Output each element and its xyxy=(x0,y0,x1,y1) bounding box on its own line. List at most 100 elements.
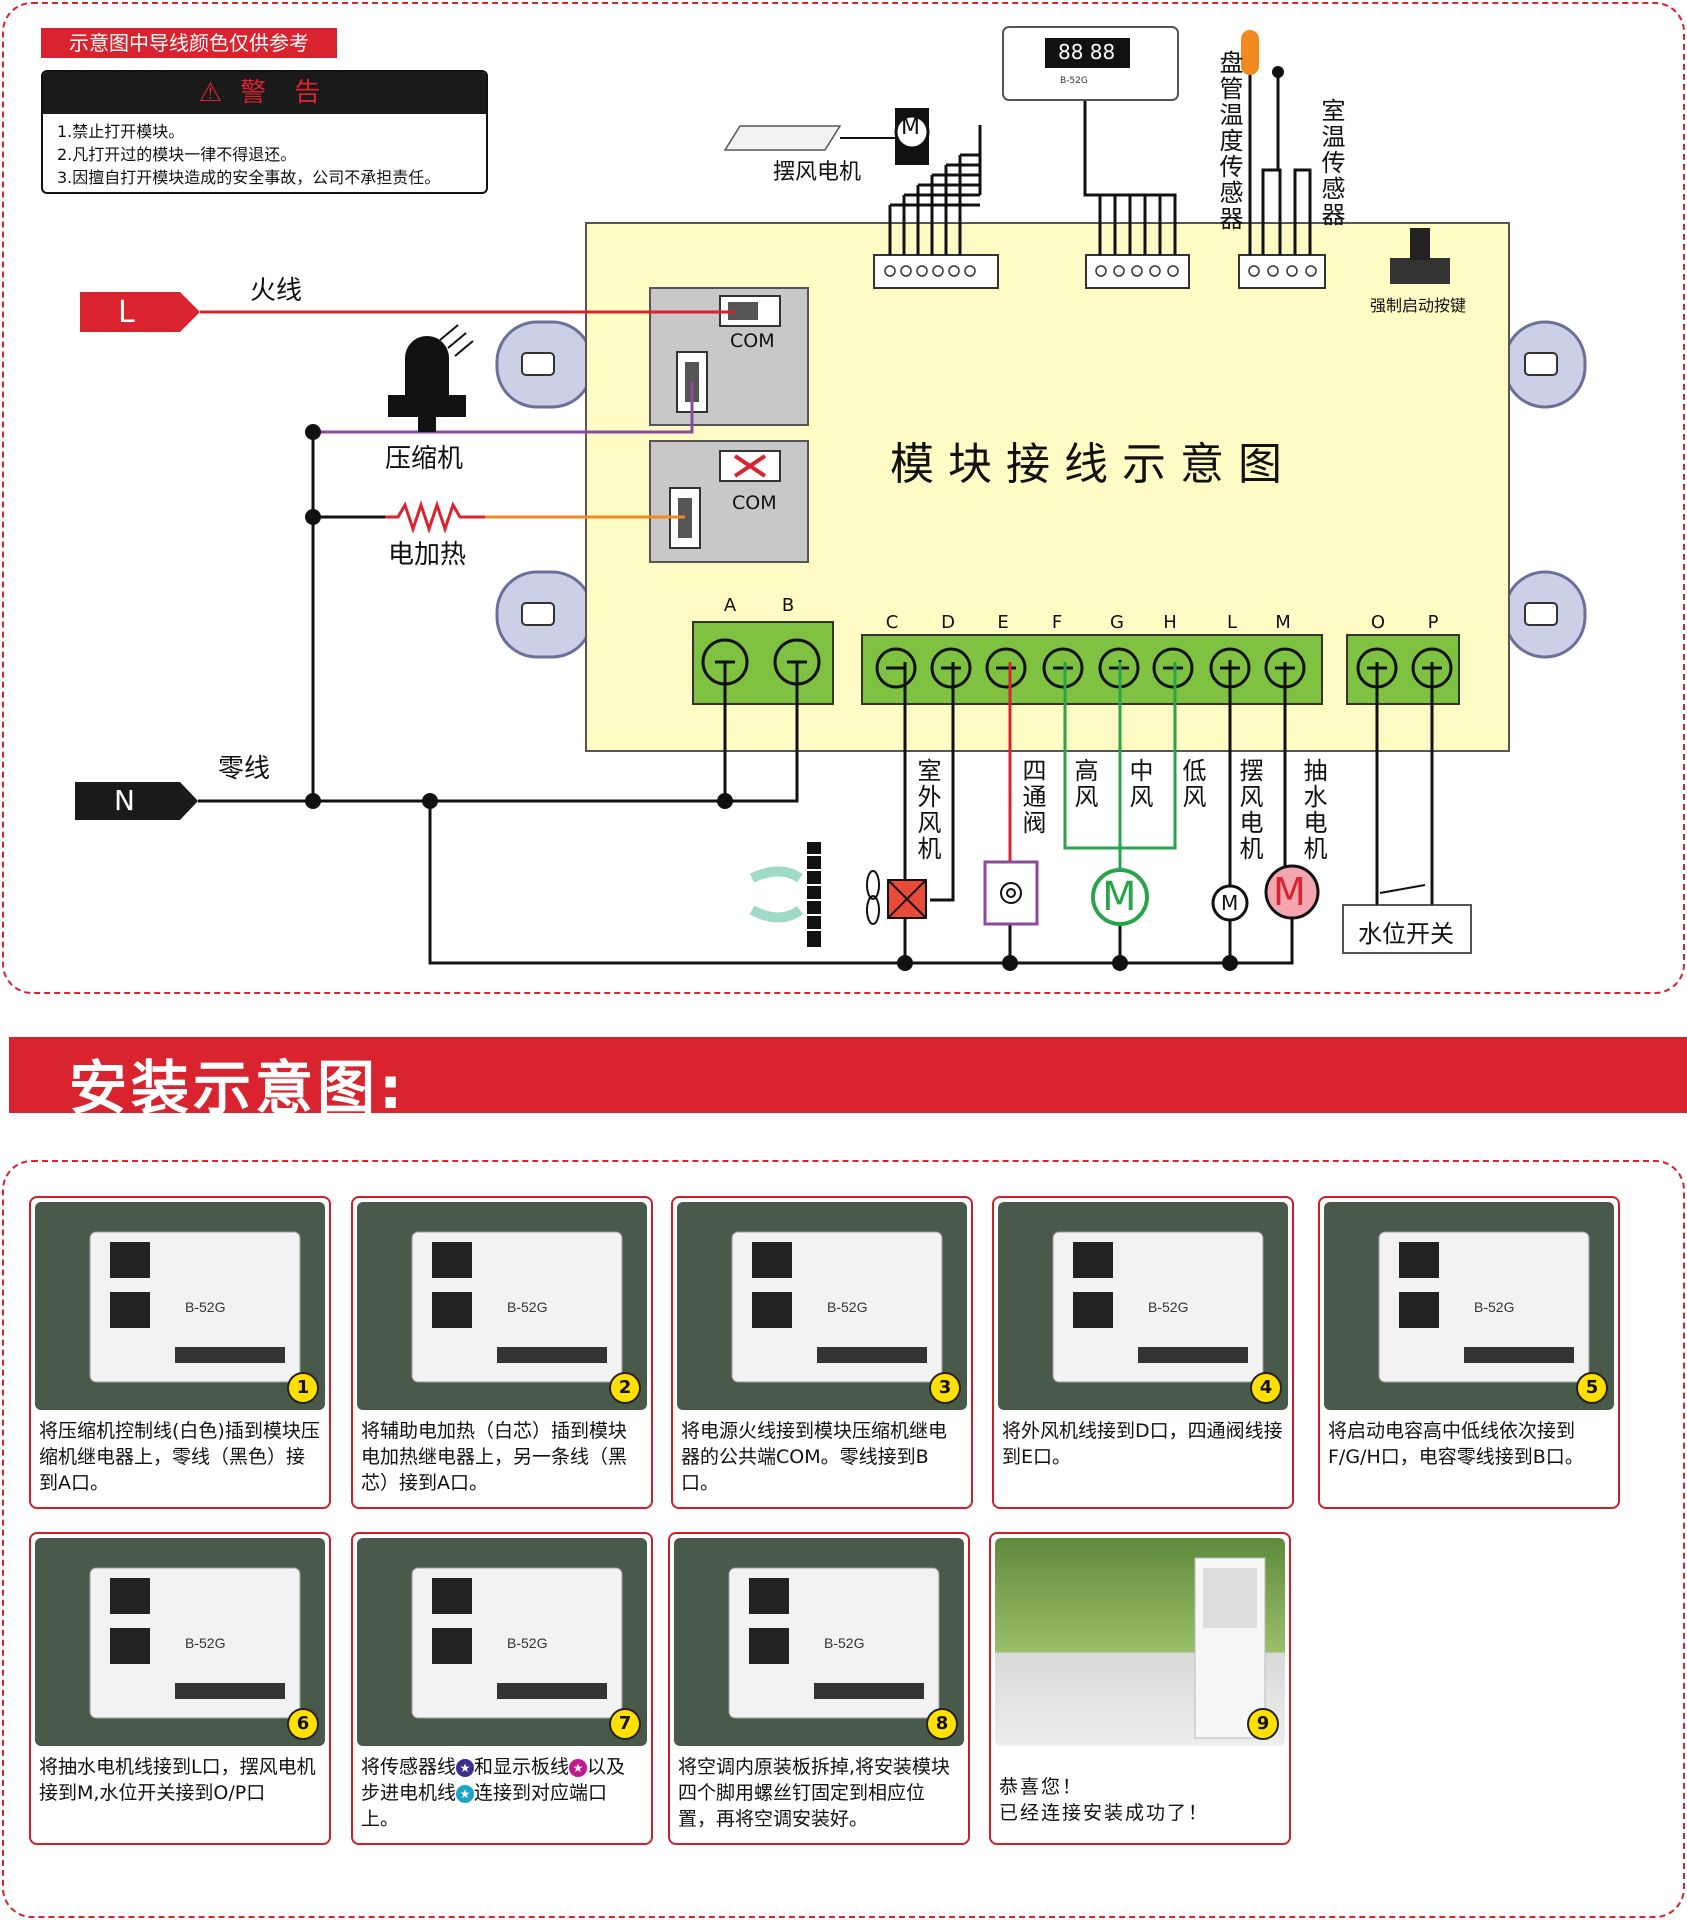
connector-pin xyxy=(1305,265,1317,277)
connector-pin xyxy=(932,265,944,277)
outdoor-fan-label: 室外风机 xyxy=(913,758,941,862)
display-panel-icon xyxy=(1002,26,1179,101)
room-sensor-probe xyxy=(1272,66,1284,78)
neutral-tag-label: N xyxy=(114,784,135,817)
terminal-letter-a: A xyxy=(723,595,737,616)
force-button-label: 强制启动按键 xyxy=(1370,296,1467,315)
module-photo-label: B-52G xyxy=(507,1299,547,1315)
terminal-letter-d: D xyxy=(941,612,955,633)
step-caption: 将外风机线接到D口，四通阀线接到E口。 xyxy=(1002,1420,1283,1468)
terminal-letter-p: P xyxy=(1427,612,1439,633)
outdoor-fan-icon xyxy=(749,842,927,947)
diagram-frame xyxy=(2,2,1685,994)
step-caption: 将空调内原装板拆掉,将安装模块四个脚用螺丝钉固定到相应位置，再将空调安装好。 xyxy=(678,1756,951,1830)
warning-box: ⚠ 警 告 1.禁止打开模块。 2.凡打开过的模块一律不得退还。 3.因擅自打开… xyxy=(41,70,488,194)
swing-motor-top-icon xyxy=(723,108,930,165)
module-photo-label: B-52G xyxy=(827,1299,867,1315)
compressor-icon xyxy=(388,324,474,432)
terminal-letter-c: C xyxy=(885,612,899,633)
warning-list: 1.禁止打开模块。 2.凡打开过的模块一律不得退还。 3.因擅自打开模块造成的安… xyxy=(43,114,486,192)
step-number: 8 xyxy=(926,1708,958,1740)
warning-item: 3.因擅自打开模块造成的安全事故，公司不承担责任。 xyxy=(57,168,441,187)
low-wind-label: 低风 xyxy=(1178,758,1206,810)
step-caption: 将辅助电加热（白芯）插到模块电加热继电器上，另一条线（黑芯）接到A口。 xyxy=(361,1420,628,1494)
connector-pin xyxy=(900,265,912,277)
step-number: 4 xyxy=(1250,1372,1282,1404)
install-banner-title: 安装示意图: xyxy=(69,1054,407,1122)
install-banner: 安装示意图: xyxy=(9,1037,1687,1122)
connector-pin xyxy=(884,265,896,277)
connector-pin xyxy=(1286,265,1298,277)
connector-pin xyxy=(948,265,960,277)
terminal-letter-g: G xyxy=(1110,612,1124,633)
step-photo: B-52G 1 xyxy=(35,1202,325,1410)
live-tag xyxy=(80,292,200,332)
warning-item: 1.禁止打开模块。 xyxy=(57,122,185,141)
step-number: 1 xyxy=(287,1372,319,1404)
compressor-wire xyxy=(313,382,694,434)
terminal-screw xyxy=(930,647,972,689)
caption-part: 已经连接安装成功了！ xyxy=(999,1802,1210,1824)
caption-part: 和显示板线 xyxy=(474,1756,570,1778)
display-digits: 88 88 xyxy=(1058,40,1116,64)
swing-motor-label: 摆风电机 xyxy=(1235,758,1263,862)
step-number: 6 xyxy=(287,1708,319,1740)
warning-item: 2.凡打开过的模块一律不得退还。 xyxy=(57,145,297,164)
step-card-4: B-52G 4 将外风机线接到D口，四通阀线接到E口。 xyxy=(992,1196,1294,1509)
step-photo: B-52G 4 xyxy=(998,1202,1288,1410)
module-photo-label: B-52G xyxy=(185,1635,225,1651)
neutral-tag xyxy=(75,782,198,820)
connector-pin xyxy=(1095,265,1107,277)
connector-pin xyxy=(1167,265,1179,277)
warning-header: ⚠ 警 告 xyxy=(43,72,486,114)
caption-part: 将传感器线 xyxy=(361,1756,457,1778)
module-photo-label: B-52G xyxy=(185,1299,225,1315)
install-frame xyxy=(2,1160,1685,1918)
step-caption: 将抽水电机线接到L口，摆风电机接到M,水位开关接到O/P口 xyxy=(39,1756,316,1804)
connector-pin xyxy=(1113,265,1125,277)
fan-motor-icon xyxy=(1091,868,1149,926)
mid-wind-label: 中风 xyxy=(1125,758,1153,810)
coil-sensor-label: 盘管温度传感器 xyxy=(1215,50,1243,232)
water-switch-box xyxy=(1342,904,1472,954)
heater-label: 电加热 xyxy=(388,540,467,570)
heater-icon xyxy=(385,500,485,534)
connector-pin xyxy=(1267,265,1279,277)
color-note-tag: 示意图中导线颜色仅供参考 xyxy=(41,28,337,58)
warning-title: 警 告 xyxy=(240,78,331,108)
step-caption: 将传感器线★和显示板线★以及步进电机线★连接到对应端口上。 xyxy=(361,1754,643,1832)
swing-motor-m: M xyxy=(1221,891,1239,915)
module-photo-label: B-52G xyxy=(1474,1299,1514,1315)
terminal-letter-e: E xyxy=(997,612,1009,633)
room-sensor-label: 室温传感器 xyxy=(1317,98,1345,228)
terminal-letter-l: L xyxy=(1226,612,1238,633)
connector-pin xyxy=(916,265,928,277)
connector-pin xyxy=(1149,265,1161,277)
display-model: B-52G xyxy=(1060,76,1088,86)
neutral-wire-label: 零线 xyxy=(218,754,271,784)
pump-motor-icon xyxy=(1264,864,1320,920)
connector-pin xyxy=(1131,265,1143,277)
step-caption: 恭喜您！已经连接安装成功了！ xyxy=(999,1774,1281,1826)
terminal-screw xyxy=(985,647,1027,689)
swing-motor-top-label: 摆风电机 xyxy=(773,160,862,185)
caption-part: 以及步进电机线 xyxy=(361,1756,626,1804)
step-number: 3 xyxy=(929,1372,961,1404)
pump-motor-label: 抽水电机 xyxy=(1299,758,1327,862)
module-photo-label: B-52G xyxy=(1148,1299,1188,1315)
compressor-label: 压缩机 xyxy=(385,444,464,474)
terminal-screw xyxy=(1042,647,1084,689)
caption-part: 连接到对应端口上。 xyxy=(361,1782,608,1830)
terminal-letter-m: M xyxy=(1275,612,1291,633)
step-card-6: B-52G 6 将抽水电机线接到L口，摆风电机接到M,水位开关接到O/P口 xyxy=(29,1532,331,1845)
star-icon: ★ xyxy=(456,1784,475,1803)
step-number: 9 xyxy=(1247,1708,1279,1740)
live-tag-label: L xyxy=(118,295,135,330)
coil-sensor-probe xyxy=(1241,30,1259,75)
